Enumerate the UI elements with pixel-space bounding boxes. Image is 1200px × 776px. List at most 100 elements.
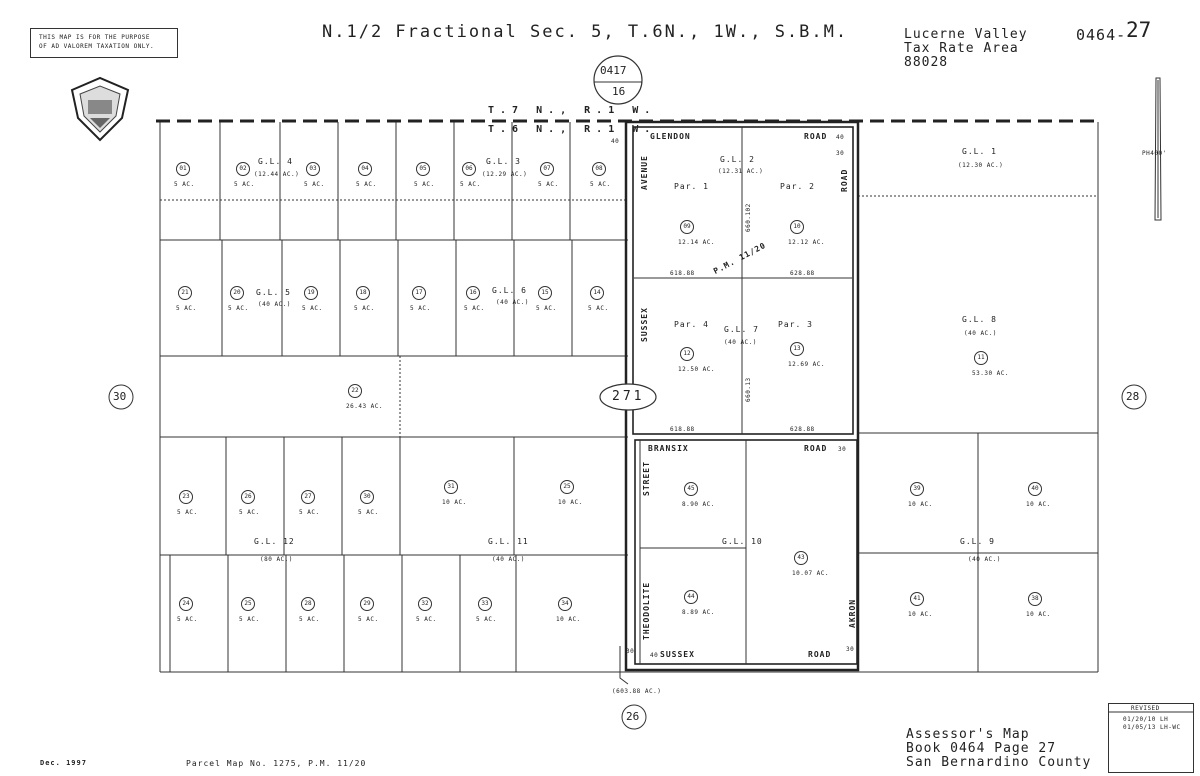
parcel-acreage-12: 12.50 AC. xyxy=(678,366,716,373)
tax-area-line1: Lucerne Valley xyxy=(904,27,1028,42)
gov-lot-4: G.L. 4 xyxy=(258,157,293,166)
dim-north-west: 618.88 xyxy=(670,270,695,277)
assessor-county: San Bernardino County xyxy=(906,755,1092,770)
gov-lot-12: G.L. 12 xyxy=(254,537,295,546)
parcel-acreage-07: 5 AC. xyxy=(538,181,559,188)
parcel-acreage-16: 5 AC. xyxy=(464,305,485,312)
parcel-number-18: 18 xyxy=(356,286,370,300)
dim-vertical-north: 660.102 xyxy=(745,203,752,232)
tax-area-line2: Tax Rate Area xyxy=(904,41,1019,56)
parcel-acreage-30: 5 AC. xyxy=(358,509,379,516)
road-sussex-vertical: SUSSEX xyxy=(640,307,649,342)
gov-lot-4-acreage: (12.44 AC.) xyxy=(254,171,300,178)
parcel-number-26: 26 xyxy=(241,490,255,504)
parcel-number-17: 17 xyxy=(412,286,426,300)
parcel-number-32: 32 xyxy=(418,597,432,611)
gov-lot-6-acreage: (40 AC.) xyxy=(496,299,529,306)
parcel-number-11: 11 xyxy=(974,351,988,365)
road-glendon: GLENDON xyxy=(650,132,691,141)
gov-lot-9-acreage: (40 AC.) xyxy=(968,556,1001,563)
parcel-acreage-11: 53.30 AC. xyxy=(972,370,1010,377)
parcel-acreage-43: 10.07 AC. xyxy=(792,570,830,577)
revised-line-1: 01/20/10 LH xyxy=(1123,716,1169,723)
dim-30-mid: 30 xyxy=(838,446,847,453)
parcel-acreage-05: 5 AC. xyxy=(414,181,435,188)
map-date: Dec. 1997 xyxy=(40,759,87,767)
parcel-map-par-4: Par. 4 xyxy=(674,320,709,329)
parcel-acreage-09: 12.14 AC. xyxy=(678,239,716,246)
parcel-map-number: Parcel Map No. 1275, P.M. 11/20 xyxy=(186,759,367,768)
parcel-acreage-14: 5 AC. xyxy=(588,305,609,312)
gov-lot-3-acreage: (12.29 AC.) xyxy=(482,171,528,178)
gov-lot-9: G.L. 9 xyxy=(960,537,995,546)
parcel-number-33: 33 xyxy=(478,597,492,611)
taxation-notice: THIS MAP IS FOR THE PURPOSE OF AD VALORE… xyxy=(30,28,178,58)
parcel-acreage-02: 5 AC. xyxy=(234,181,255,188)
dim-30-ne: 30 xyxy=(836,150,845,157)
parcel-acreage-21: 5 AC. xyxy=(176,305,197,312)
parcel-acreage-34: 10 AC. xyxy=(556,616,581,623)
road-east-suffix: ROAD xyxy=(840,168,849,192)
parcel-number-05: 05 xyxy=(416,162,430,176)
gov-lot-12-acreage: (80 AC.) xyxy=(260,556,293,563)
parcel-acreage-38: 10 AC. xyxy=(1026,611,1051,618)
road-bransix-suffix: ROAD xyxy=(804,444,828,453)
parcel-acreage-18: 5 AC. xyxy=(354,305,375,312)
gov-lot-10: G.L. 10 xyxy=(722,537,763,546)
parcel-number-22: 22 xyxy=(348,384,362,398)
parcel-acreage-20: 5 AC. xyxy=(228,305,249,312)
dim-40-nw: 40 xyxy=(611,138,620,145)
gov-lot-5-acreage: (40 AC.) xyxy=(258,301,291,308)
parcel-acreage-41: 10 AC. xyxy=(908,611,933,618)
gov-lot-5: G.L. 5 xyxy=(256,288,291,297)
parcel-acreage-26: 5 AC. xyxy=(239,509,260,516)
parcel-number-13: 13 xyxy=(790,342,804,356)
parcel-acreage-19: 5 AC. xyxy=(302,305,323,312)
dim-south-west: 618.88 xyxy=(670,426,695,433)
parcel-acreage-17: 5 AC. xyxy=(410,305,431,312)
gov-lot-6: G.L. 6 xyxy=(492,286,527,295)
parcel-number-28: 28 xyxy=(301,597,315,611)
tax-area-code: 88028 xyxy=(904,55,949,70)
parcel-number-40: 40 xyxy=(1028,482,1042,496)
revised-title: REVISED xyxy=(1131,705,1160,712)
dim-south-east: 628.88 xyxy=(790,426,815,433)
adjacent-page-south[interactable]: 26 xyxy=(626,710,640,723)
dim-vertical-south: 660.13 xyxy=(745,377,752,402)
road-sussex-suffix: ROAD xyxy=(808,650,832,659)
parcel-number-29: 29 xyxy=(360,597,374,611)
parcel-number-44: 44 xyxy=(684,590,698,604)
map-title: N.1/2 Fractional Sec. 5, T.6N., 1W., S.B… xyxy=(322,22,849,42)
parcel-acreage-23: 5 AC. xyxy=(177,509,198,516)
gov-lot-7-acreage: (40 AC.) xyxy=(724,339,757,346)
revised-line-2: 01/05/13 LH-WC xyxy=(1123,724,1181,731)
parcel-acreage-10: 12.12 AC. xyxy=(788,239,826,246)
dim-30-sw: 30 xyxy=(626,648,635,655)
parcel-acreage-27: 5 AC. xyxy=(299,509,320,516)
parcel-acreage-25: 5 AC. xyxy=(239,616,260,623)
assessor-map-label: Assessor's Map xyxy=(906,727,1030,742)
parcel-acreage-03: 5 AC. xyxy=(304,181,325,188)
index-book: 0417 xyxy=(600,64,627,77)
adjacent-page-west[interactable]: 30 xyxy=(113,390,127,403)
parcel-number-25: 25 xyxy=(560,480,574,494)
road-bransix: BRANSIX xyxy=(648,444,689,453)
parcel-number-12: 12 xyxy=(680,347,694,361)
parcel-number-02: 02 xyxy=(236,162,250,176)
parcel-number-31: 31 xyxy=(444,480,458,494)
parcel-acreage-31: 10 AC. xyxy=(442,499,467,506)
parcel-acreage-22: 26.43 AC. xyxy=(346,403,384,410)
center-book-number: 271 xyxy=(612,389,645,404)
road-glendon-suffix: ROAD xyxy=(804,132,828,141)
parcel-acreage-44: 8.89 AC. xyxy=(682,609,715,616)
adjacent-page-east[interactable]: 28 xyxy=(1126,390,1140,403)
gov-lot-8: G.L. 8 xyxy=(962,315,997,324)
parcel-number-09: 09 xyxy=(680,220,694,234)
gov-lot-1: G.L. 1 xyxy=(962,147,997,156)
county-seal-logo xyxy=(70,76,130,142)
revision-box: REVISED 01/20/10 LH 01/05/13 LH-WC xyxy=(1108,703,1194,773)
parcel-acreage-39: 10 AC. xyxy=(908,501,933,508)
parcel-number-43: 43 xyxy=(794,551,808,565)
parcel-number-03: 03 xyxy=(306,162,320,176)
